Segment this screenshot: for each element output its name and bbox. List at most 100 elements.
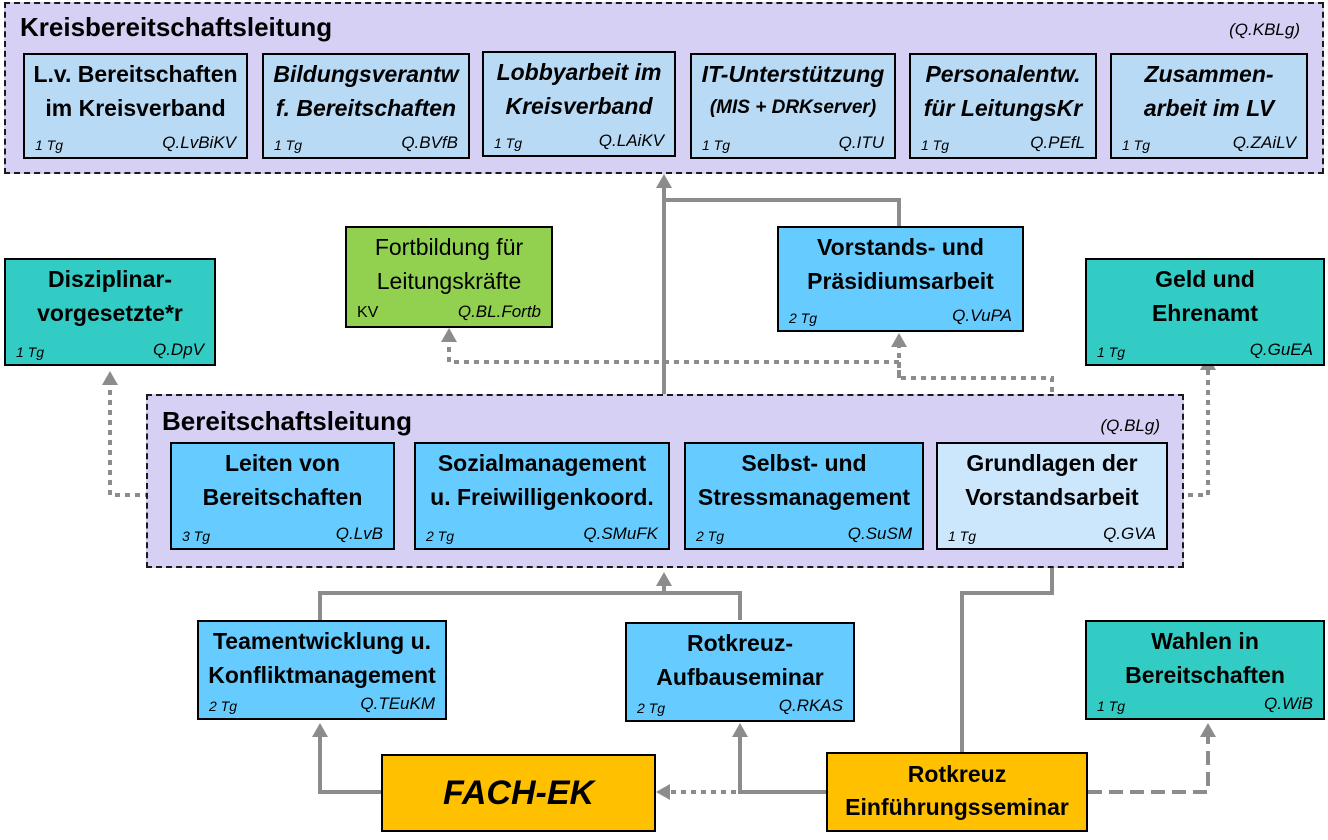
kreis-group-title: Kreisbereitschaftsleitung: [20, 12, 333, 42]
module-code: Q.BVfB: [401, 133, 458, 152]
module-title-line: für LeitungsKr: [923, 95, 1083, 121]
arrowhead-fortbildung: [441, 328, 457, 342]
module-duration: 1 Tg: [1122, 137, 1151, 153]
module-code: Q.WiB: [1264, 694, 1313, 713]
connector-rkes-to-gva: [960, 562, 1054, 752]
connector-rkes-to-rkas: [738, 735, 826, 794]
module-title-line: Sozialmanagement: [437, 450, 647, 476]
module-code: Q.LvBiKV: [162, 133, 236, 152]
module-code: Q.ZAiLV: [1232, 133, 1296, 152]
module-duration: 1 Tg: [35, 137, 64, 153]
bereitschaft-group-title: Bereitschaftsleitung: [162, 406, 412, 436]
connector-team-rkas-to-bl: [318, 591, 742, 620]
module-code: Q.LAiKV: [598, 131, 664, 150]
module-title-line: Leitungskräfte: [376, 268, 522, 294]
bereitschaft-group-code: (Q.BLg): [1100, 416, 1160, 435]
module-title-line: Ehrenamt: [1151, 300, 1259, 326]
module-code: Q.SMuFK: [583, 524, 658, 543]
module-title-line: (MIS + DRKserver): [709, 97, 877, 118]
arrowhead-team: [312, 723, 328, 737]
module-title-line: Bereitschaften: [1125, 662, 1285, 688]
module-title-line: Vorstandsarbeit: [965, 484, 1139, 510]
arrowhead-rkas: [732, 723, 748, 737]
module-duration: 1 Tg: [494, 135, 523, 151]
module-zailv[interactable]: Zusammen-arbeit im LV 1 Tg Q.ZAiLV: [1110, 53, 1308, 159]
module-title-line: arbeit im LV: [1143, 95, 1275, 121]
module-title-line: Geld und: [1155, 266, 1255, 292]
module-title-line: Zusammen-: [1144, 61, 1274, 87]
module-title-line: Fortbildung für: [374, 234, 524, 260]
module-duration: 1 Tg: [16, 344, 45, 360]
module-title-line: Leiten von: [224, 450, 340, 476]
module-duration: 1 Tg: [702, 137, 731, 153]
connector-fach-to-team: [318, 735, 381, 794]
module-duration: 2 Tg: [696, 528, 725, 544]
module-pefl[interactable]: Personalentw. für LeitungsKr 1 Tg Q.PEfL: [909, 53, 1097, 159]
arrowhead-vorstand: [891, 333, 907, 347]
arrowhead-wahlen: [1200, 723, 1216, 737]
module-title-line: Einführungsseminar: [845, 794, 1069, 820]
module-title-line: IT-Unterstützung: [701, 61, 885, 87]
module-duration: 1 Tg: [274, 137, 303, 153]
module-duration: 1 Tg: [1097, 344, 1126, 360]
module-duration: 2 Tg: [789, 310, 818, 326]
module-code: Q.RKAS: [778, 696, 843, 715]
module-wahlen[interactable]: Wahlen in Bereitschaften 1 Tg Q.WiB: [1085, 620, 1325, 720]
module-title-line: Personalentw.: [925, 61, 1081, 87]
module-duration: 1 Tg: [948, 528, 977, 544]
module-duration: 2 Tg: [209, 698, 238, 714]
arrowhead-kreis: [656, 174, 672, 188]
module-title-line: Stressmanagement: [697, 484, 911, 510]
module-teuk[interactable]: Teamentwicklung u. Konfliktmanagement 2 T…: [197, 620, 447, 720]
module-duration: KV: [357, 304, 379, 321]
module-laikv[interactable]: Lobbyarbeit im Kreisverband 1 Tg Q.LAiKV: [482, 51, 676, 157]
arrowhead-bl: [656, 572, 672, 586]
module-title-line: Vorstands- und: [817, 234, 984, 260]
module-rkas[interactable]: Rotkreuz- Aufbauseminar 2 Tg Q.RKAS: [625, 622, 855, 722]
module-code: Q.PEfL: [1030, 133, 1085, 152]
module-title-line: Lobbyarbeit im: [496, 59, 662, 85]
module-code: Q.VuPA: [952, 306, 1012, 325]
kreis-group-code: (Q.KBLg): [1229, 20, 1300, 39]
arrowhead-disziplinar: [102, 371, 118, 385]
module-duration: 2 Tg: [426, 528, 455, 544]
module-title-line: Rotkreuz: [907, 761, 1007, 787]
module-code: Q.DpV: [152, 340, 204, 359]
module-title-line: Bereitschaften: [202, 484, 363, 510]
module-code: Q.SuSM: [847, 524, 912, 543]
connector-rkes-to-wahlen: [1088, 735, 1210, 794]
module-duration: 1 Tg: [921, 137, 950, 153]
module-duration: 1 Tg: [1097, 698, 1126, 714]
arrowhead-fach: [656, 784, 670, 800]
module-duration: 3 Tg: [182, 528, 211, 544]
module-title-line: Teamentwicklung u.: [212, 628, 432, 654]
module-itu[interactable]: IT-Unterstützung (MIS + DRKserver) 1 Tg Q.…: [690, 53, 896, 159]
module-code: Q.ITU: [838, 133, 884, 152]
module-title-line: Grundlagen der: [966, 450, 1138, 476]
module-fach-ek[interactable]: FACH-EK: [381, 754, 656, 832]
module-title-line: Wahlen in: [1151, 628, 1259, 654]
module-title-line: L.v. Bereitschaften: [33, 61, 238, 87]
module-duration: 2 Tg: [637, 700, 666, 716]
module-title-line: Bildungsverantw: [273, 61, 459, 87]
module-code: Q.BL.Fortb: [457, 302, 541, 321]
module-code: Q.LvB: [335, 524, 383, 543]
module-title-line: Konfliktmanagement: [208, 662, 436, 688]
module-title-line: Selbst- und: [741, 450, 867, 476]
module-title-line: Aufbauseminar: [656, 664, 824, 690]
fach-ek-label: FACH-EK: [442, 773, 595, 812]
module-title-line: Präsidiumsarbeit: [807, 268, 994, 294]
module-title-line: Kreisverband: [505, 93, 653, 119]
module-title-line: Rotkreuz-: [686, 630, 794, 656]
